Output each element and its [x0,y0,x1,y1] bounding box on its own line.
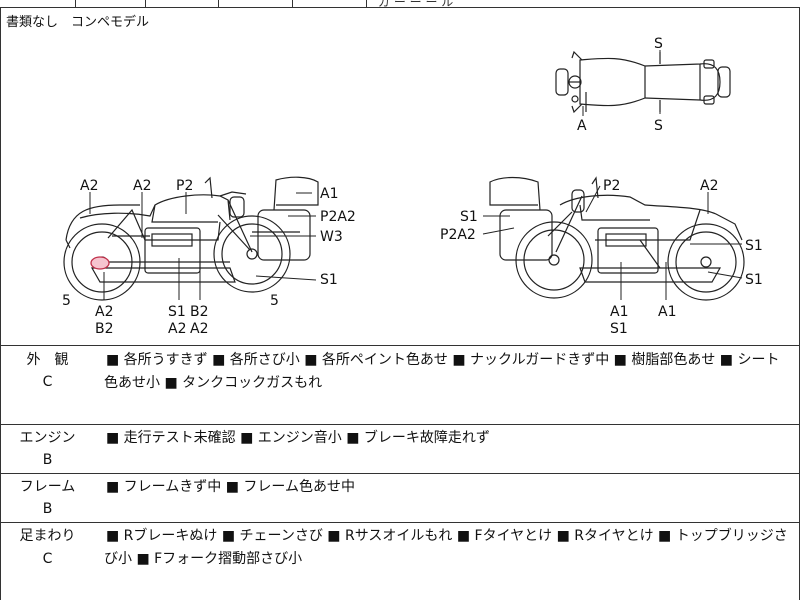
section-exterior-text: ■ 各所うすきず ■ 各所さび小 ■ 各所ペイント色あせ ■ ナックルガードきず… [104,352,780,391]
label-left-a2-frame: A2 [133,178,151,194]
section-frame-title: フレーム [19,479,76,495]
top-header-strip: ガ ー ー ー ル [0,0,800,9]
top-view-outline [555,50,731,114]
section-frame-text: ■ フレームきず中 ■ フレーム色あせ中 [106,479,355,495]
label-right-a2: A2 [700,178,718,194]
damage-marker [90,256,110,270]
label-left-s1-engine: S1 [168,304,186,320]
right-view-outline [489,176,745,301]
label-left-s1: S1 [320,272,338,288]
label-left-a1: A1 [320,186,338,202]
label-left-a2-front: A2 [80,178,98,194]
label-right-p2a2: P2A2 [440,227,476,243]
section-engine-text: ■ 走行テスト未確認 ■ エンジン音小 ■ ブレーキ故障走れず [106,430,490,446]
label-left-5-front: 5 [62,293,71,309]
label-left-p2: P2 [176,178,193,194]
label-right-s1-fork: S1 [745,238,763,254]
section-suspension-text: ■ Rブレーキぬけ ■ チェーンさび ■ Rサスオイルもれ ■ Fタイヤとけ ■… [104,528,788,567]
section-exterior-title: 外 観 [26,352,69,368]
label-right-p2: P2 [603,178,620,194]
label-left-a2-engine-1: A2 [168,321,186,337]
label-left-a2-engine-2: A2 [190,321,208,337]
left-view-outline [63,176,319,301]
motorcycle-diagram: S S A A2 A2 P2 A1 P2A2 W3 S1 5 5 A2 B2 S… [62,36,763,337]
section-suspension-title: 足まわり [19,528,76,544]
label-left-5-rear: 5 [270,293,279,309]
label-right-s1-case: S1 [460,209,478,225]
label-left-b2-engine: B2 [190,304,209,320]
section-suspension-grade: C [42,551,53,567]
section-engine-grade: B [42,452,53,468]
label-top-s-rear: S [654,118,663,134]
note-text: 書類なし コンペモデル [6,15,150,30]
label-top-a: A [577,118,587,134]
section-exterior-grade: C [42,374,53,390]
label-left-p2a2: P2A2 [320,209,356,225]
label-top-s-front: S [654,36,663,52]
label-left-w3: W3 [320,229,343,245]
label-left-a2-exhaust: A2 [95,304,113,320]
label-right-s1-wheel: S1 [745,272,763,288]
label-left-b2-exhaust: B2 [95,321,114,337]
label-right-a1-exhaust: A1 [658,304,676,320]
section-engine-title: エンジン [19,430,76,446]
header-cut-text: ガ ー ー ー ル [378,0,454,9]
section-frame-grade: B [42,501,53,517]
label-right-a1-engine: A1 [610,304,628,320]
label-right-s1-engine: S1 [610,321,628,337]
